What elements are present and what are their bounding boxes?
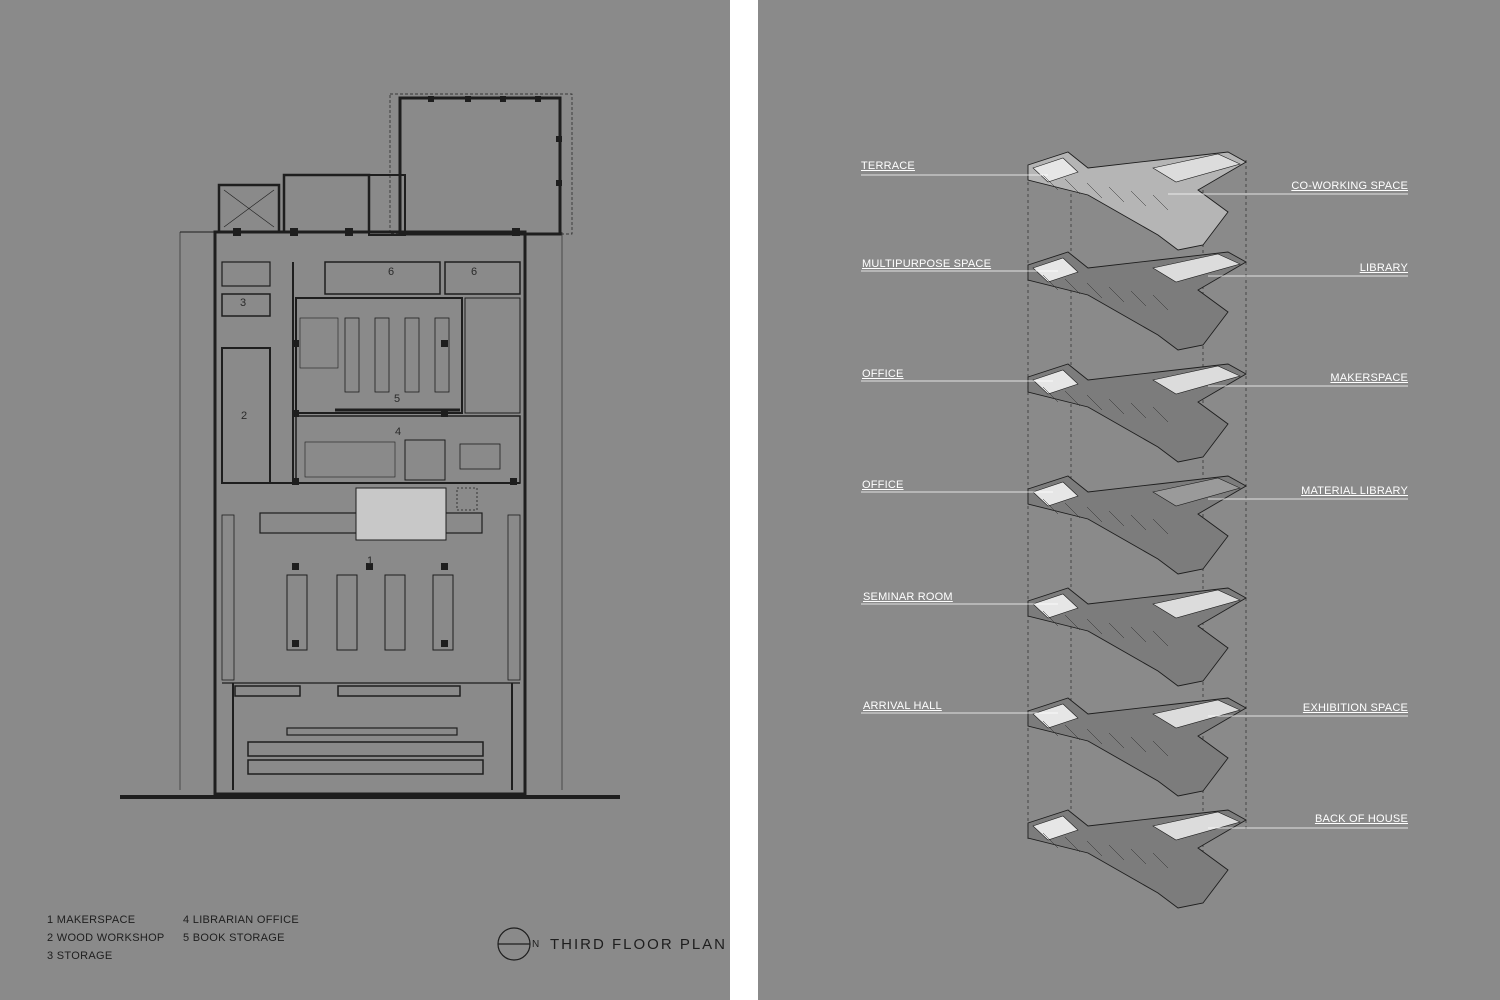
- lift-core: [217, 183, 281, 234]
- axo-floor-slab: [1027, 475, 1247, 575]
- room-number-4: 4: [395, 426, 402, 438]
- room-number-5: 5: [394, 393, 401, 405]
- terrace-block: [398, 96, 562, 236]
- label-arrival-hall: ARRIVAL HALL: [863, 700, 942, 712]
- axo-floor-slab: [1027, 251, 1247, 351]
- floor-plan-panel: 1 2 3 4 5 6 6 1 MAKERSPACE 2 WOOD WORKSH…: [0, 0, 730, 1000]
- room-number-2: 2: [241, 410, 248, 422]
- label-back-of-house: BACK OF HOUSE: [1314, 813, 1408, 825]
- axo-floor-slab: [1027, 363, 1247, 463]
- label-material-library: MATERIAL LIBRARY: [1301, 485, 1408, 497]
- label-terrace: TERRACE: [861, 160, 915, 172]
- legend-item-book-storage: 5 BOOK STORAGE: [183, 932, 285, 944]
- room-number-6b: 6: [471, 266, 478, 278]
- legend-item-librarian-office: 4 LIBRARIAN OFFICE: [183, 914, 300, 926]
- axo-floor-slab: [1027, 697, 1247, 797]
- exploded-axonometric-drawing: [861, 151, 1408, 909]
- stair-core: [282, 173, 371, 234]
- label-multipurpose-space: MULTIPURPOSE SPACE: [862, 258, 992, 270]
- north-letter: N: [532, 939, 540, 950]
- legend-item-storage: 3 STORAGE: [47, 950, 113, 962]
- north-arrow-icon: [497, 927, 531, 961]
- label-seminar-room: SEMINAR ROOM: [863, 591, 953, 603]
- axonometric-panel: TERRACE MULTIPURPOSE SPACE OFFICE OFFICE…: [758, 0, 1500, 1000]
- legend-item-makerspace: 1 MAKERSPACE: [47, 914, 136, 926]
- axo-floor-slab: [1027, 151, 1247, 251]
- legend-item-wood-workshop: 2 WOOD WORKSHOP: [47, 932, 165, 944]
- room-number-3: 3: [240, 297, 247, 309]
- axo-floor-slab: [1027, 587, 1247, 687]
- label-office-upper: OFFICE: [862, 368, 904, 380]
- label-library: LIBRARY: [1359, 262, 1408, 274]
- label-makerspace: MAKERSPACE: [1330, 372, 1408, 384]
- room-number-6a: 6: [388, 266, 395, 278]
- room-number-1: 1: [367, 555, 374, 567]
- axo-floor-slab: [1027, 809, 1247, 909]
- label-co-working-space: CO-WORKING SPACE: [1291, 180, 1408, 192]
- terrace-outline: [389, 93, 573, 235]
- label-exhibition-space: EXHIBITION SPACE: [1302, 702, 1408, 714]
- plan-title: THIRD FLOOR PLAN: [550, 936, 728, 953]
- label-office-lower: OFFICE: [862, 479, 904, 491]
- floor-plan-drawing: [120, 93, 620, 961]
